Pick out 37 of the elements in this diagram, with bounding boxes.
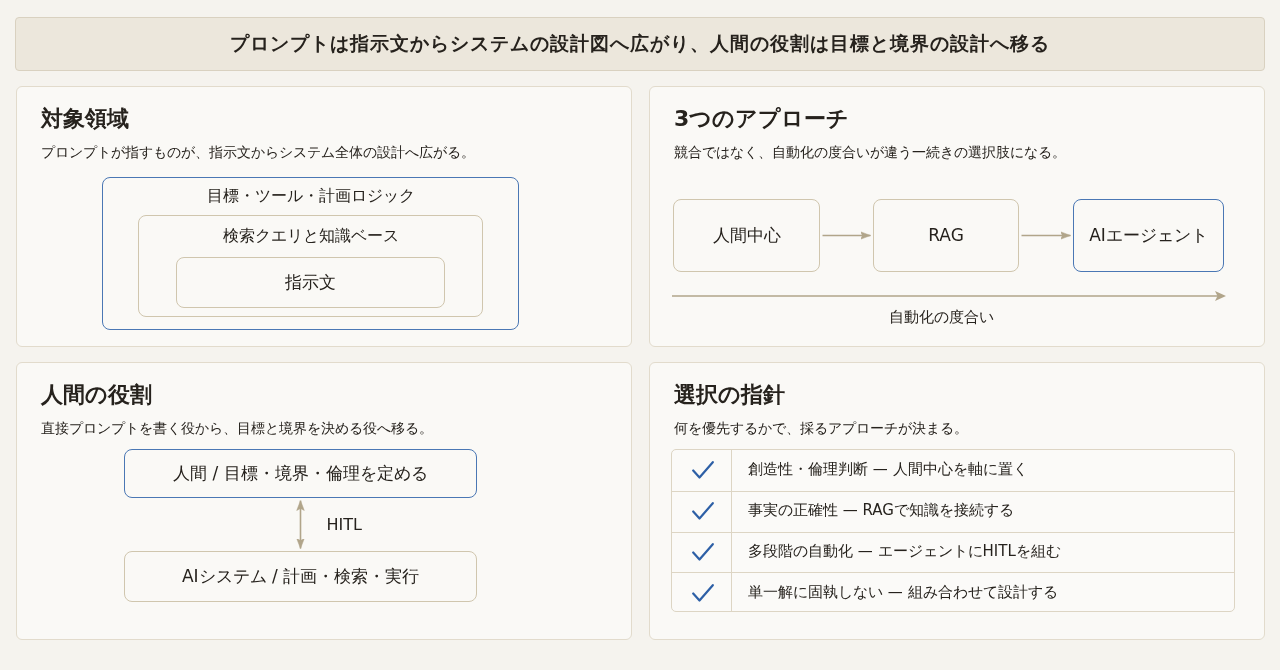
checklist-item: 創造性・倫理判断 — 人間中心を軸に置く (748, 460, 1028, 481)
checklist-item: 事実の正確性 — RAGで知識を接続する (748, 501, 1014, 521)
section-description: 何を優先するかで、採るアプローチが決まる。 (674, 419, 968, 438)
axis-label: 自動化の度合い (888, 308, 994, 328)
checklist-item: 多段階の自動化 — エージェントにHITLを組む (748, 542, 1061, 562)
scope-label: 目標・ツール・計画ロジック (206, 186, 415, 207)
section-heading: 選択の指針 (674, 382, 785, 409)
section-heading: 人間の役割 (41, 382, 152, 409)
role-box (124, 449, 477, 498)
arrow (296, 499, 305, 550)
box-label: 指示文 (285, 271, 336, 294)
section-panel (649, 86, 1265, 347)
section-panel (16, 86, 632, 347)
title: プロンプトは指示文からシステムの設計図へ広がり、人間の役割は目標と境界の設計へ移る (230, 31, 1050, 56)
box-label: 人間 / 目標・境界・倫理を定める (173, 462, 428, 485)
section-heading: 3つのアプローチ (674, 106, 850, 133)
scope-box (138, 215, 483, 317)
box-label: RAG (928, 224, 964, 247)
section-description: 直接プロンプトを書く役から、目標と境界を決める役へ移る。 (41, 419, 433, 438)
scope-label: 検索クエリと知識ベース (222, 226, 399, 247)
arrow (821, 231, 872, 240)
approach-box (1073, 199, 1224, 272)
approach-box (873, 199, 1019, 272)
checklist-item: 単一解に固執しない — 組み合わせて設計する (748, 582, 1058, 603)
section-panel (16, 362, 632, 640)
section-description: 競合ではなく、自動化の度合いが違う一続きの選択肢になる。 (674, 143, 1066, 162)
role-box (124, 551, 477, 602)
section-panel (649, 362, 1265, 640)
arrow (1020, 231, 1072, 240)
section-description: プロンプトが指すものが、指示文からシステム全体の設計へ広がる。 (41, 143, 475, 162)
scope-box (102, 177, 519, 330)
box-label: AIシステム / 計画・検索・実行 (181, 565, 420, 588)
box-label: AIエージェント (1089, 224, 1208, 247)
section-heading: 対象領域 (41, 106, 129, 133)
box-label: 人間中心 (712, 224, 781, 247)
scope-box (176, 257, 445, 308)
approach-box (673, 199, 820, 272)
